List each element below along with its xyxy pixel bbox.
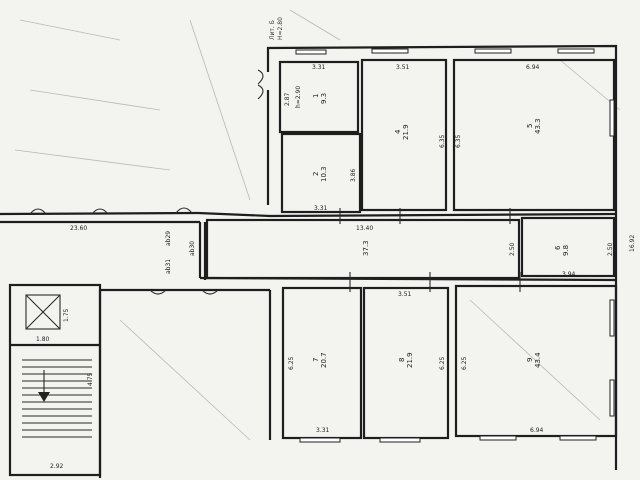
room-5-number: 5 (526, 124, 534, 128)
stair-treads (22, 359, 92, 438)
dim-top-room5: 6.94 (526, 64, 540, 71)
dim-room5-height: 6.35 (455, 134, 462, 148)
dim-stair-width: 2.92 (50, 463, 64, 470)
room-1-height: h=2.90 (295, 86, 302, 108)
room-8-area: 21.9 (406, 352, 414, 368)
dim-top-room1: 3.31 (312, 64, 326, 71)
dim-corridor-width-b: 2.50 (607, 242, 614, 256)
room-7-number: 7 (312, 358, 320, 362)
dim-corridor-left: 23.60 (70, 225, 87, 232)
room-5-area: 43.3 (534, 118, 542, 134)
dim-room7-height: 6.25 (288, 356, 295, 370)
dim-room8-top: 3.51 (398, 291, 412, 298)
room-7-area: 20.7 (320, 352, 328, 368)
dim-stair-run: 4.75 (87, 372, 94, 386)
stamp-line-1: Лит. Б (269, 20, 276, 40)
stair-arrow-icon (38, 370, 50, 402)
dim-top-room4: 3.51 (396, 64, 410, 71)
dim-room4-height: 6.35 (439, 134, 446, 148)
room-6-area: 9.8 (562, 245, 570, 256)
room-6-number: 6 (554, 245, 562, 250)
dim-corridor-width-a: 2.50 (509, 242, 516, 256)
background-sketch (14, 9, 621, 441)
corridor-area: 37.3 (362, 240, 370, 256)
room-9-area: 43.4 (534, 352, 542, 368)
dim-room2-bottom: 3.31 (314, 205, 328, 212)
walls (0, 44, 618, 478)
room-9-number: 9 (526, 358, 534, 362)
room-4-area: 21.9 (402, 124, 410, 140)
dim-room1-height: 2.87 (284, 92, 291, 106)
dim-corridor-ab29: ab29 (165, 231, 172, 246)
dim-stair-b: 1.80 (36, 336, 50, 343)
dim-room6-width: 3.94 (562, 271, 576, 278)
room-4-number: 4 (394, 129, 402, 134)
stamp-line-2: Н=2.80 (277, 17, 284, 40)
room-8-number: 8 (398, 358, 406, 362)
dim-room7-bottom: 3.31 (316, 427, 330, 434)
dim-room9-height: 6.25 (461, 356, 468, 370)
dim-corridor-length: 13.40 (356, 225, 373, 232)
dim-room8-height: 6.25 (439, 356, 446, 370)
dim-room9-bottom: 6.94 (530, 427, 544, 434)
room-2-area: 10.3 (320, 166, 328, 182)
dim-room2-height: 3.86 (350, 168, 357, 182)
windows (295, 48, 615, 443)
doors (29, 69, 521, 295)
room-1-number: 1 (312, 94, 320, 98)
room-2-number: 2 (312, 172, 320, 176)
room-1-area: 9.3 (320, 93, 328, 104)
dim-overall-depth: 16.92 (629, 235, 636, 252)
dim-corridor-ab30: ab30 (189, 241, 196, 256)
dim-corridor-ab31: ab31 (165, 259, 172, 274)
dim-stair-a: 1.75 (63, 308, 70, 322)
